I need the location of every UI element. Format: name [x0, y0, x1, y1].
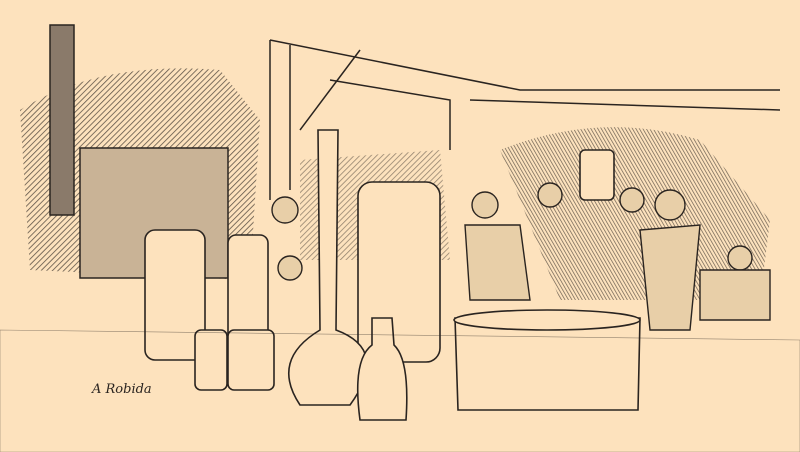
artist-signature: A Robida: [92, 382, 152, 397]
